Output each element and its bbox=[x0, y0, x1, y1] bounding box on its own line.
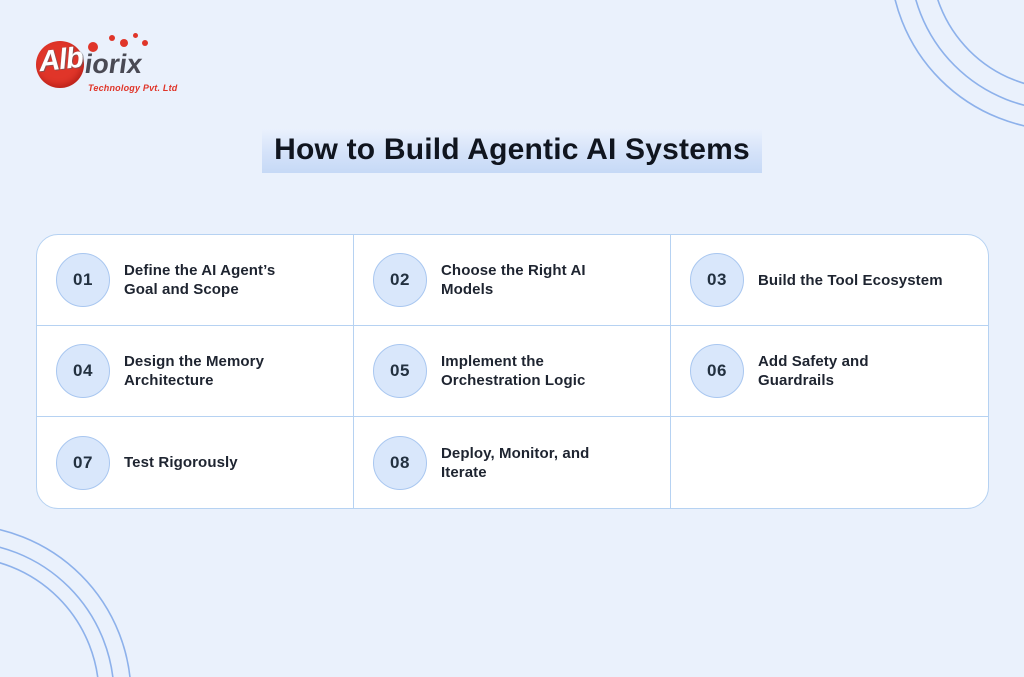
step-title: Add Safety and Guardrails bbox=[758, 353, 869, 389]
step-number-badge: 06 bbox=[690, 344, 744, 398]
step-number-badge: 08 bbox=[373, 435, 427, 490]
step-title: Implement the Orchestration Logic bbox=[441, 353, 586, 389]
step-title: Test Rigorously bbox=[124, 454, 238, 471]
arc-group-top-right bbox=[894, 0, 1024, 127]
step-title: Design the Memory Architecture bbox=[124, 353, 265, 389]
logo-dots bbox=[120, 39, 128, 47]
step-card-02: 02 Choose the Right AI Models bbox=[354, 235, 671, 326]
title-highlight-band: How to Build Agentic AI Systems bbox=[262, 129, 762, 173]
title-container: How to Build Agentic AI Systems bbox=[0, 129, 1024, 173]
step-number-badge: 02 bbox=[373, 253, 427, 307]
step-title: Define the AI Agent’s Goal and Scope bbox=[124, 262, 276, 298]
step-title: Deploy, Monitor, and Iterate bbox=[441, 444, 590, 481]
step-number-badge: 05 bbox=[373, 344, 427, 398]
step-card-05: 05 Implement the Orchestration Logic bbox=[354, 326, 671, 417]
step-title: Build the Tool Ecosystem bbox=[758, 271, 943, 289]
arc-group-bottom-left bbox=[0, 528, 131, 677]
logo-tagline: Technology Pvt. Ltd bbox=[88, 83, 178, 93]
logo-brand-prefix: Alb bbox=[37, 41, 85, 79]
logo-red-circle bbox=[36, 41, 84, 88]
logo-dots bbox=[109, 35, 115, 41]
step-card-07: 07 Test Rigorously bbox=[37, 417, 354, 508]
steps-grid: 01 Define the AI Agent’s Goal and Scope … bbox=[36, 234, 989, 509]
logo-dots bbox=[88, 42, 98, 52]
logo-dots bbox=[133, 33, 138, 38]
step-card-04: 04 Design the Memory Architecture bbox=[37, 326, 354, 417]
step-card-03: 03 Build the Tool Ecosystem bbox=[671, 235, 988, 326]
step-card-08: 08 Deploy, Monitor, and Iterate bbox=[354, 417, 671, 508]
step-number-badge: 04 bbox=[56, 344, 110, 398]
step-card-01: 01 Define the AI Agent’s Goal and Scope bbox=[37, 235, 354, 326]
step-number-badge: 03 bbox=[690, 253, 744, 307]
page-title: How to Build Agentic AI Systems bbox=[274, 133, 750, 166]
logo-dots bbox=[142, 40, 148, 46]
empty-cell bbox=[671, 417, 988, 508]
step-number-badge: 01 bbox=[56, 253, 110, 307]
step-number-badge: 07 bbox=[56, 435, 110, 490]
step-title: Choose the Right AI Models bbox=[441, 262, 586, 298]
logo-brand-suffix: iorix bbox=[82, 49, 145, 79]
step-card-06: 06 Add Safety and Guardrails bbox=[671, 326, 988, 417]
albiorix-logo: Alb iorix Technology Pvt. Ltd bbox=[30, 28, 180, 98]
